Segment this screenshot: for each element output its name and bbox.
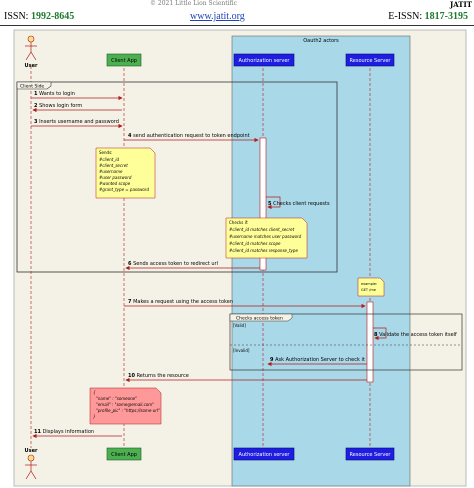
eissn: E-ISSN: 1817-3195 bbox=[388, 11, 468, 22]
group-label: Oauth2 actors bbox=[303, 38, 339, 44]
svg-text:5 Checks client requests: 5 Checks client requests bbox=[268, 201, 330, 207]
svg-text:{ "name" : "someone": { "name" : "someone" "email" : "some@ema… bbox=[93, 390, 161, 419]
actor-user-top: User bbox=[25, 35, 38, 69]
message-7: 7 Makes a request using the access token bbox=[124, 299, 366, 309]
svg-text:10 Returns the resource: 10 Returns the resource bbox=[128, 373, 189, 379]
participant-resource-server-top: Resource Server bbox=[345, 53, 395, 67]
message-3: 3 Inserts username and password bbox=[31, 119, 123, 129]
svg-text:8 Validate the access token it: 8 Validate the access token itself bbox=[374, 332, 457, 338]
checks-frame bbox=[229, 313, 463, 371]
site-link[interactable]: www.jatit.org bbox=[190, 11, 245, 22]
message-8: 8 Validate the access token itself bbox=[373, 327, 457, 341]
participant-client-app-bottom: Client App bbox=[106, 447, 142, 461]
page-header: © 2021 Little Lion Scientific JATIT ISSN… bbox=[0, 0, 474, 32]
note-example: example: GET /me bbox=[357, 277, 385, 297]
activation-auth bbox=[259, 137, 267, 271]
svg-text:2 Shows login form: 2 Shows login form bbox=[34, 103, 82, 109]
client-side-frame bbox=[16, 81, 338, 273]
activation-resource bbox=[366, 301, 374, 383]
svg-text:Authorization server: Authorization server bbox=[239, 452, 291, 458]
message-9: 9 Ask Authorization Server to check it bbox=[267, 357, 367, 367]
note-checks: Checks if: #client_id matches client_sec… bbox=[225, 217, 308, 259]
issn: ISSN: 1992-8645 bbox=[4, 11, 75, 22]
participant-resource-server-bottom: Resource Server bbox=[345, 447, 395, 461]
header-top-text: © 2021 Little Lion Scientific bbox=[150, 0, 237, 7]
alt-valid: [Valid] bbox=[233, 323, 246, 328]
svg-text:4 send authentication request: 4 send authentication request to token e… bbox=[128, 133, 250, 139]
oauth2-actors-group bbox=[231, 35, 411, 487]
message-2: 2 Shows login form bbox=[32, 103, 122, 113]
svg-text:example: GET /me: example: GET /me bbox=[361, 282, 378, 292]
svg-text:User: User bbox=[25, 63, 38, 69]
svg-text:Client App: Client App bbox=[111, 452, 137, 458]
svg-text:11 Displays information: 11 Displays information bbox=[34, 429, 94, 435]
svg-text:6 Sends access token to redir: 6 Sends access token to redirect url bbox=[128, 261, 218, 267]
participant-client-app-top: Client App bbox=[106, 53, 142, 67]
participant-auth-server-top: Authorization server bbox=[233, 53, 295, 67]
journal-logo: JATIT bbox=[449, 0, 472, 9]
checks-label: Checks access token bbox=[236, 316, 283, 322]
message-5: 5 Checks client requests bbox=[266, 196, 330, 210]
actor-user-bottom: User bbox=[25, 448, 38, 480]
message-11: 11 Displays information bbox=[32, 429, 122, 439]
client-side-label: Client Side bbox=[20, 84, 44, 90]
message-1: 1 Wants to login bbox=[31, 91, 123, 101]
header-divider bbox=[0, 25, 474, 26]
participant-auth-server-bottom: Authorization server bbox=[233, 447, 295, 461]
alt-invalid: [Invalid] bbox=[233, 348, 250, 353]
svg-text:1 Wants to login: 1 Wants to login bbox=[34, 91, 75, 97]
svg-text:Checks if: #client_id ma: Checks if: #client_id matches client_sec… bbox=[229, 220, 303, 253]
svg-text:Resource Server: Resource Server bbox=[350, 452, 392, 458]
svg-text:Resource Server: Resource Server bbox=[350, 58, 392, 64]
message-6: 6 Sends access token to redirect url bbox=[125, 261, 260, 271]
svg-text:User: User bbox=[25, 448, 38, 454]
svg-text:9 Ask Authorization Server to: 9 Ask Authorization Server to check it bbox=[270, 357, 365, 363]
message-4: 4 send authentication request to token e… bbox=[124, 133, 259, 143]
note-resource: { "name" : "someone" "email" : "some@ema… bbox=[89, 387, 162, 425]
note-sends: Sends: #client_id #client_secret #userna… bbox=[95, 147, 156, 199]
svg-text:3 Inserts username and passwor: 3 Inserts username and password bbox=[34, 119, 119, 125]
svg-text:Authorization server: Authorization server bbox=[239, 58, 291, 64]
message-10: 10 Returns the resource bbox=[125, 373, 367, 383]
svg-text:Sends: #client_id: Sends: #client_id #client_secret #userna… bbox=[99, 150, 149, 192]
svg-text:7 Makes a request using the ac: 7 Makes a request using the access token bbox=[128, 299, 233, 305]
svg-text:Client App: Client App bbox=[111, 58, 137, 64]
